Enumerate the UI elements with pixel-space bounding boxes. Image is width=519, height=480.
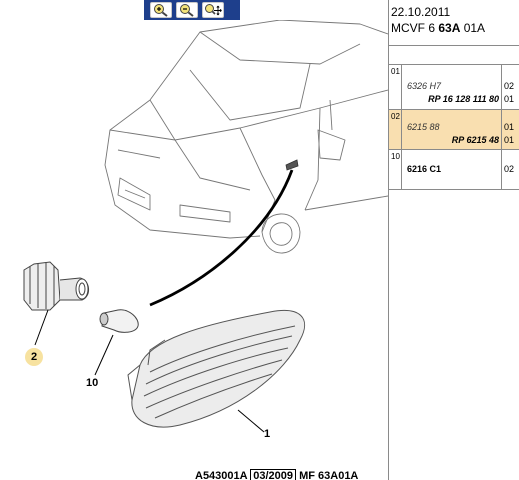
- footer-model: MF 63A01A: [299, 470, 359, 480]
- part-rp-number: RP 16 128 111 80: [428, 94, 499, 104]
- footer-code: A543001A: [195, 470, 248, 480]
- leader-lines: [34, 309, 265, 433]
- footer-date: 03/2009: [250, 469, 297, 480]
- parts-header: 22.10.2011 MCVF 6 63A 01A: [389, 0, 519, 46]
- part-qty-1: 01: [504, 122, 515, 132]
- diagram-panel: 2 10 1 A543001A 03/2009 MF 63A01A: [23, 0, 388, 480]
- callout-1[interactable]: 1: [264, 428, 271, 440]
- part-num: 01: [391, 67, 400, 76]
- body-repeater-location: [285, 159, 299, 171]
- part-rp-number: RP 6215 48: [451, 135, 499, 145]
- drawing-footer: A543001A 03/2009 MF 63A01A: [195, 469, 359, 480]
- part-row-02[interactable]: 02 6215 88 RP 6215 48 01 01: [389, 110, 519, 150]
- zoom-in-button[interactable]: [150, 2, 172, 18]
- bulb-holder-part: [23, 261, 89, 311]
- part-ref: 6216 C1: [407, 164, 442, 174]
- zoom-pan-button[interactable]: [202, 2, 224, 18]
- bulb-part: [99, 309, 139, 333]
- callout-10[interactable]: 10: [86, 377, 99, 389]
- van-illustration: [104, 20, 388, 254]
- zoom-in-icon: [154, 4, 168, 17]
- part-row-01[interactable]: 01 6326 H7 RP 16 128 111 80 02 01: [389, 65, 519, 110]
- zoom-out-icon: [180, 4, 194, 17]
- part-ref: 6215 88: [407, 122, 440, 132]
- part-num: 10: [391, 152, 400, 161]
- part-qty-2: 01: [504, 135, 515, 145]
- part-ref: 6326 H7: [407, 81, 442, 91]
- exploded-parts-drawing: [23, 20, 388, 433]
- zoom-out-button[interactable]: [176, 2, 198, 18]
- part-qty-1: 02: [504, 81, 515, 91]
- parts-list-panel: 22.10.2011 MCVF 6 63A 01A 01 6326 H7 RP …: [389, 0, 519, 480]
- part-qty-1: 02: [504, 164, 515, 174]
- part-num: 02: [391, 112, 400, 121]
- panel-divider: [388, 0, 389, 480]
- zoom-pan-icon: [205, 4, 222, 16]
- part-qty-2: 01: [504, 94, 515, 104]
- locator-line: [149, 169, 294, 307]
- part-row-10[interactable]: 10 6216 C1 02: [389, 150, 519, 190]
- parts-spacer-row: [389, 46, 519, 65]
- zoom-toolbar: [144, 0, 240, 20]
- header-code: MCVF 6 63A 01A: [391, 21, 486, 35]
- side-indicator-lamp-part: [127, 310, 306, 428]
- callout-2[interactable]: 2: [25, 348, 43, 366]
- header-date: 22.10.2011: [391, 5, 451, 19]
